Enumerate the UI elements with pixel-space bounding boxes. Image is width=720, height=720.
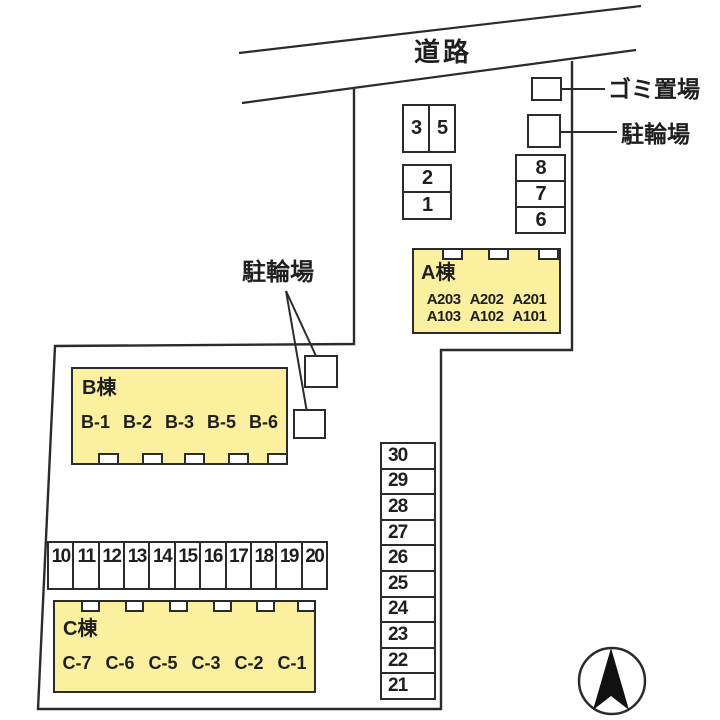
parking-group-10-20: 10 11 12 13 14 15 16 17 18 19 20 <box>47 541 328 590</box>
building-c-entrance <box>81 600 100 612</box>
unit-label: A103 <box>426 307 461 325</box>
parking-space: 5 <box>428 106 454 151</box>
parking-space: 11 <box>72 543 97 588</box>
garbage-area-square <box>531 77 562 101</box>
unit-label: B-1 <box>80 412 110 432</box>
parking-space: 20 <box>300 543 326 588</box>
building-a-entrance <box>442 248 463 260</box>
parking-group-21-30: 30 29 28 27 26 25 24 23 22 21 <box>380 442 436 700</box>
bicycle-parking-label-right: 駐輪場 <box>621 121 690 147</box>
parking-space: 18 <box>249 543 275 588</box>
property-boundary <box>36 61 574 711</box>
north-arrow-icon <box>577 646 647 716</box>
building-a-name: A棟 <box>421 262 456 284</box>
building-c-units: C-7 C-6 C-5 C-3 C-2 C-1 <box>55 653 314 674</box>
parking-space: 10 <box>51 546 72 567</box>
building-b: B棟 B-1 B-2 B-3 B-5 B-6 <box>71 367 288 465</box>
building-b-name: B棟 <box>82 377 117 399</box>
parking-space: 26 <box>382 544 434 570</box>
parking-group-8-7-6: 8 7 6 <box>515 154 566 234</box>
building-b-entrance <box>142 453 163 465</box>
parking-space: 25 <box>382 569 434 596</box>
parking-space: 7 <box>517 180 564 206</box>
parking-space: 13 <box>123 543 148 588</box>
garbage-area-label: ゴミ置場 <box>608 76 700 102</box>
building-c: C棟 C-7 C-6 C-5 C-3 C-2 C-1 <box>53 600 316 693</box>
unit-label: A203 <box>426 290 461 308</box>
building-a-entrance <box>538 248 559 260</box>
unit-label: C-2 <box>234 653 264 673</box>
unit-label: B-5 <box>207 412 237 432</box>
building-a: A棟 A203 A202 A201 A103 A102 A101 <box>412 248 561 334</box>
road-upper-line <box>238 4 642 55</box>
parking-space: 21 <box>382 672 434 698</box>
unit-label: A202 <box>469 290 504 308</box>
bicycle-parking-square-mid-2 <box>293 409 326 439</box>
unit-label: B-2 <box>122 412 152 432</box>
parking-space: 2 <box>421 167 433 189</box>
parking-space: 27 <box>382 518 434 545</box>
bicycle-middle-pointer-line-2 <box>285 290 310 425</box>
unit-label: C-6 <box>105 653 135 673</box>
unit-label: C-7 <box>62 653 92 673</box>
parking-space: 16 <box>199 543 224 588</box>
bicycle-parking-square-right <box>527 114 561 148</box>
parking-group-2-1: 2 1 <box>402 164 452 220</box>
bicycle-parking-square-mid-1 <box>304 355 338 388</box>
building-a-entrance <box>488 248 509 260</box>
parking-group-3-5: 3 5 <box>402 104 456 153</box>
building-c-entrance <box>169 600 188 612</box>
building-b-entrance <box>228 453 249 465</box>
unit-label: A201 <box>512 290 547 308</box>
parking-space: 1 <box>404 191 450 218</box>
unit-label: B-6 <box>249 412 279 432</box>
unit-label: A101 <box>512 307 547 325</box>
parking-space: 14 <box>148 543 173 588</box>
building-b-units: B-1 B-2 B-3 B-5 B-6 <box>73 412 286 433</box>
parking-space: 22 <box>382 646 434 673</box>
building-c-entrance <box>213 600 232 612</box>
building-c-entrance <box>256 600 275 612</box>
parking-space: 29 <box>382 467 434 494</box>
unit-label: C-5 <box>148 653 178 673</box>
bicycle-parking-label-middle: 駐輪場 <box>242 259 314 286</box>
building-c-name: C棟 <box>63 618 98 640</box>
parking-space: 24 <box>382 595 434 622</box>
unit-label: A102 <box>469 307 504 325</box>
building-a-floor1: A103 A102 A101 <box>414 308 559 325</box>
unit-label: C-3 <box>191 653 221 673</box>
building-c-entrance <box>125 600 144 612</box>
building-b-entrance <box>184 453 205 465</box>
unit-label: C-1 <box>277 653 307 673</box>
building-a-units: A203 A202 A201 A103 A102 A101 <box>414 291 559 326</box>
building-c-entrance <box>297 600 316 612</box>
parking-space: 30 <box>388 444 408 466</box>
road-lower-line <box>241 48 637 105</box>
parking-space: 19 <box>275 543 300 588</box>
parking-space: 8 <box>535 156 546 179</box>
parking-space: 23 <box>382 621 434 647</box>
unit-label: B-3 <box>164 412 194 432</box>
parking-space: 17 <box>224 543 250 588</box>
building-b-entrance <box>98 453 119 465</box>
parking-space: 12 <box>97 543 123 588</box>
building-a-floor2: A203 A202 A201 <box>414 291 559 308</box>
parking-space: 6 <box>517 206 564 232</box>
parking-space: 28 <box>382 493 434 519</box>
parking-space: 15 <box>173 543 199 588</box>
building-b-entrance <box>267 453 288 465</box>
parking-space: 3 <box>410 117 422 139</box>
road-label: 道路 <box>413 37 472 67</box>
